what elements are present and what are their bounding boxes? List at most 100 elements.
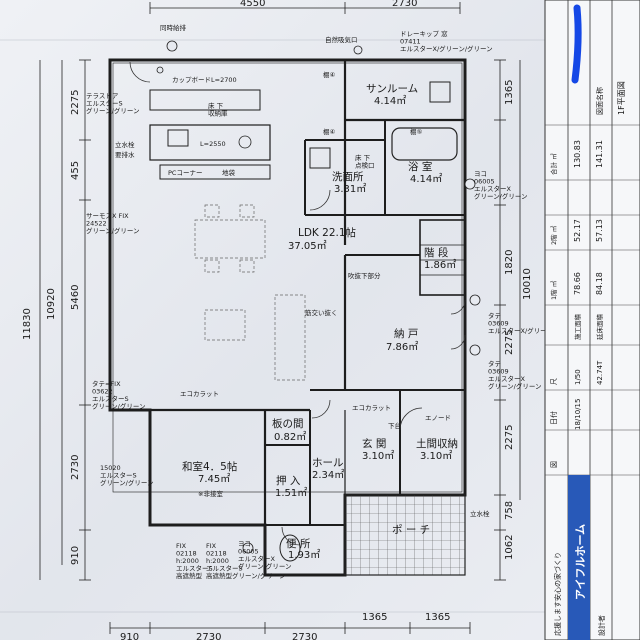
washroom-area: 3.31㎡ bbox=[334, 183, 366, 195]
dim-bottom-2: 2730 bbox=[196, 632, 221, 640]
room-labels: LDK 22.1帖 37.05㎡ サンルーム 4.14㎡ 浴 室 4.14㎡ 洗… bbox=[182, 83, 458, 561]
porch-tiles bbox=[344, 494, 466, 576]
hall-label: ホール bbox=[312, 457, 344, 469]
company-tagline: 応援します安心の家づくり bbox=[553, 552, 562, 636]
sujikai-note: 筋交い抜く bbox=[305, 308, 338, 317]
jibukuro-note: 地袋 bbox=[222, 168, 236, 177]
washroom-label: 洗面所 bbox=[332, 171, 364, 183]
dim-right-6: 1062 bbox=[504, 535, 515, 560]
stairs-label: 階 段 bbox=[424, 246, 449, 259]
ldk-label: LDK 22.1帖 bbox=[298, 226, 357, 239]
porch-label: ポ ー チ bbox=[392, 524, 430, 536]
ldk-area: 37.05㎡ bbox=[288, 240, 327, 252]
dim-bottom-5: 1365 bbox=[425, 612, 450, 623]
walls bbox=[108, 58, 467, 577]
genkan-area: 3.10㎡ bbox=[362, 450, 394, 462]
company-band bbox=[568, 475, 590, 640]
genkan-label: 玄 関 bbox=[362, 437, 386, 450]
storage-area: 7.86㎡ bbox=[386, 341, 418, 353]
header-total: 合計 ㎡ bbox=[549, 153, 558, 175]
door-swings bbox=[129, 61, 466, 546]
itanoma-label: 板の間 bbox=[272, 417, 304, 430]
title-block-text: 1F平面図 図面名称 合計 ㎡ 2階 ㎡ 1階 ㎡ 130.83 52.17 7… bbox=[549, 81, 626, 636]
stairs-area: 1.86㎡ bbox=[424, 259, 456, 271]
ecocarat-note-2: エコカラット bbox=[352, 404, 391, 412]
shelf-note-1: 棚④ bbox=[323, 70, 336, 79]
bath-area: 4.14㎡ bbox=[410, 173, 442, 185]
dim-left-inner-5: 910 bbox=[70, 546, 81, 565]
company-name: アイフルホーム bbox=[574, 524, 587, 600]
dim-top-2: 2730 bbox=[392, 0, 417, 9]
sunroom-fixture bbox=[429, 81, 451, 103]
faucet-note-1: 立水栓 bbox=[115, 140, 135, 149]
header-2f: 2階 ㎡ bbox=[549, 225, 558, 245]
num-value: 42.74T bbox=[596, 360, 604, 385]
dim-left-inner-4: 2730 bbox=[70, 455, 81, 480]
furniture-outlines bbox=[194, 204, 306, 381]
figure-label: 図 bbox=[550, 461, 558, 468]
kitchen-sink bbox=[167, 129, 189, 147]
date-value: 18/10/15 bbox=[574, 399, 582, 430]
row2-1f: 84.18 bbox=[595, 272, 604, 295]
toilet-fixture bbox=[279, 534, 301, 562]
shizen-note: 自然吸気口 bbox=[325, 35, 358, 44]
hall-area: 2.34㎡ bbox=[312, 469, 344, 481]
doma-storage-label: 土間収納 bbox=[416, 437, 458, 450]
shelf-note-2: 棚④ bbox=[323, 127, 336, 136]
dim-right-outer: 10010 bbox=[522, 268, 533, 300]
row2-2f: 57.13 bbox=[595, 219, 604, 242]
dim-bottom-1: 910 bbox=[120, 632, 139, 640]
dim-right-3: 2275 bbox=[504, 330, 515, 355]
scale-label: 尺 bbox=[550, 378, 558, 385]
dim-left-outer: 11830 bbox=[22, 308, 33, 340]
fukinuke-note: 吹抜下部分 bbox=[348, 271, 381, 280]
dim-right-5: 758 bbox=[504, 501, 515, 520]
dim-right-2: 1820 bbox=[504, 250, 515, 275]
title-block bbox=[544, 0, 640, 640]
row2-total: 141.31 bbox=[595, 140, 604, 168]
shelf-note-3: 棚⑤ bbox=[410, 127, 423, 136]
pc-corner-note: PCコーナー bbox=[168, 169, 202, 177]
dim-right-4: 2275 bbox=[504, 425, 515, 450]
scale-value: 1/50 bbox=[574, 369, 582, 385]
oshiire-area: 1.51㎡ bbox=[275, 487, 307, 499]
ecocarat-note-1: エコカラット bbox=[180, 390, 219, 398]
designer-label: 設計者 bbox=[597, 615, 606, 636]
dim-top-1: 4550 bbox=[240, 0, 265, 9]
toilet-label: 便 所 bbox=[286, 537, 311, 550]
floor-storage-note: 床 下収納庫 bbox=[208, 101, 228, 118]
row1-1f: 78.66 bbox=[573, 272, 582, 295]
cooktop bbox=[238, 135, 252, 149]
bath-label: 浴 室 bbox=[408, 160, 432, 173]
row1-total: 130.83 bbox=[573, 140, 582, 168]
enode-note: エノード bbox=[425, 414, 451, 422]
row2-label: 延床面積 bbox=[595, 314, 604, 341]
drain-note: 要排水 bbox=[115, 150, 135, 159]
storage-label: 納 戸 bbox=[394, 327, 418, 340]
washbasin bbox=[309, 147, 331, 169]
douji-note: 同時給排 bbox=[160, 23, 187, 32]
highlighter-mark bbox=[571, 4, 582, 84]
doma-storage-area: 3.10㎡ bbox=[420, 450, 452, 462]
cupboard-note: カップボードL=2700 bbox=[172, 76, 237, 84]
drawing-label: 図面名称 bbox=[595, 87, 604, 115]
dim-left-inner-3: 5460 bbox=[70, 285, 81, 310]
dim-left-mid: 10920 bbox=[46, 288, 57, 320]
toilet-area: 1.93㎡ bbox=[288, 549, 320, 561]
date-label: 日付 bbox=[549, 411, 558, 425]
drawing-name: 1F平面図 bbox=[617, 81, 626, 115]
dim-right-1: 1365 bbox=[504, 80, 515, 105]
row1-2f: 52.17 bbox=[573, 219, 582, 242]
